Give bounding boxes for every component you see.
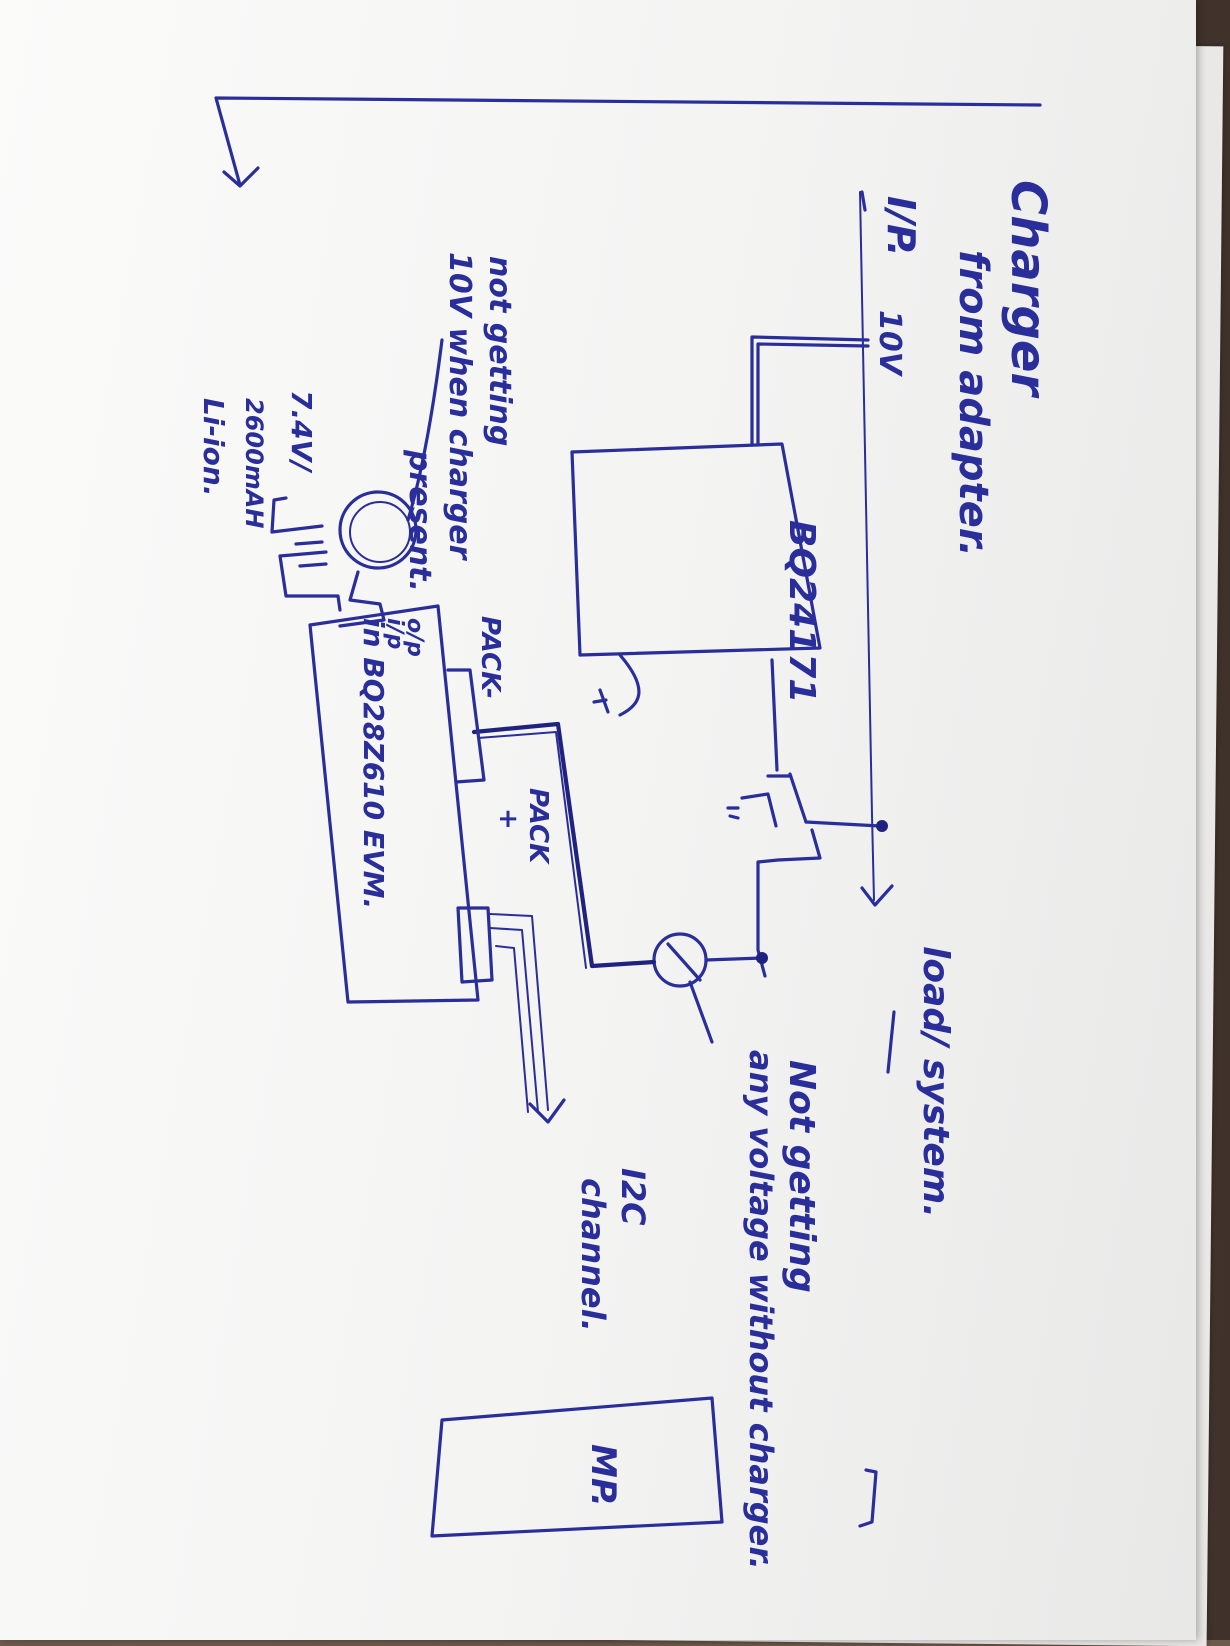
not-getting-label-2: 10V when charger: [442, 252, 477, 562]
pack-minus-connector: [446, 668, 486, 784]
i2c-wires: [489, 913, 549, 1113]
fault-circle: [338, 490, 418, 570]
i2c-arrow-head: [528, 1098, 566, 1124]
wire-rail-to-chip: [750, 335, 870, 447]
handdrawn-diagram: Charger from adapter. I/P. 10V load/ sys…: [197, 96, 1056, 1570]
charger-arrow: [214, 96, 1042, 188]
mcu-box: [430, 1396, 724, 1538]
load-divider: [886, 1010, 896, 1074]
battery-symbol: [270, 496, 342, 612]
annotation-bracket: [858, 1468, 878, 1528]
input-voltage-label: 10V: [872, 310, 907, 378]
pack-minus-label: PACK-: [475, 616, 505, 699]
main-rail-line: [859, 191, 875, 901]
evm-output-label: o/p: [402, 618, 427, 657]
wire-pack-plus: [471, 721, 657, 969]
meter-node-dot: [756, 952, 768, 964]
i2c-connector: [456, 906, 494, 984]
load-arrow-head: [860, 884, 894, 907]
evm-board-label: in BQ28Z610 EVM.: [357, 618, 390, 909]
i2c-label: I2C: [614, 1168, 652, 1226]
pack-plus-sign: +: [493, 808, 523, 830]
battery-to-evm: [338, 570, 386, 628]
battery-capacity-label: 2600mAH: [240, 398, 268, 528]
input-stub: [860, 190, 867, 212]
charger-ic-box: [570, 442, 822, 657]
wire-chip-to-switch: [770, 658, 779, 772]
no-voltage-label-2: any voltage without charger.: [742, 1050, 780, 1570]
charger-source-label: from adapter.: [950, 250, 996, 557]
wire-switch-to-rail: [756, 820, 882, 978]
paper-sheet: Charger from adapter. I/P. 10V load/ sys…: [0, 0, 1196, 1640]
chip-stub-marks: [592, 653, 641, 717]
evm-input-label: i/p: [382, 618, 407, 649]
mcu-label: MP.: [583, 1444, 623, 1507]
fault-circle-inner: [349, 501, 411, 563]
battery-voltage-label: 7.4V/: [285, 390, 318, 474]
charger-label: Charger: [1000, 180, 1056, 399]
battery-type-label: Li-ion.: [197, 398, 230, 496]
rail-node-dot: [876, 820, 888, 832]
not-getting-label-3: present.: [402, 449, 437, 592]
input-label: I/P.: [879, 196, 923, 257]
not-getting-label-1: not getting: [482, 256, 517, 446]
switch-symbol: [726, 772, 808, 828]
no-voltage-label-1: Not getting: [781, 1060, 822, 1293]
evm-board-box: [308, 604, 480, 1004]
i2c-channel-label: channel.: [574, 1178, 612, 1332]
charger-ic-label: BQ24171: [781, 520, 822, 703]
load-system-label: load/ system.: [915, 946, 956, 1218]
meter-diagonal: [666, 942, 714, 1044]
pack-plus-label: PACK: [523, 788, 553, 865]
annotation-pointer: [406, 338, 444, 522]
wire-pack-plus-double: [477, 731, 587, 969]
wire-meter-right: [704, 956, 764, 962]
